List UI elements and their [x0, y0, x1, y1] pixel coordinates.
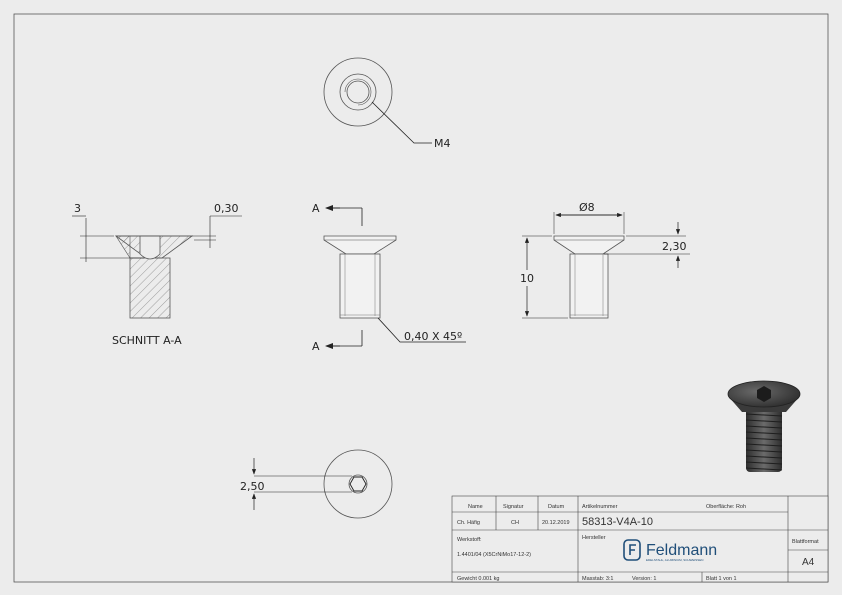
section-title: SCHNITT A-A	[112, 334, 182, 347]
drawing-frame	[13, 13, 829, 583]
tb-date-value: 20.12.2019	[542, 520, 570, 526]
tb-sheet: Blatt 1 von 1	[706, 576, 737, 582]
tb-material-header: Werkstoff:	[457, 537, 482, 543]
tb-article-header: Artikelnummer	[582, 504, 618, 510]
brand-name: Feldmann	[646, 542, 717, 559]
hex-width-label: 2,50	[240, 480, 265, 493]
tb-format-value: A4	[802, 557, 815, 568]
tb-format-header: Blattformat	[792, 539, 819, 545]
top-view: M4	[323, 57, 451, 150]
feldmann-logo: Feldmann EDELSTAHL, ALUMINIUM, SCHWEISSE…	[623, 539, 717, 562]
brand-tagline: EDELSTAHL, ALUMINIUM, SCHWEISSEN	[646, 558, 703, 562]
section-edge-label: 0,30	[214, 202, 239, 215]
thread-label: M4	[434, 137, 451, 150]
tb-date-header: Datum	[548, 504, 565, 510]
tb-signature-header: Signatur	[503, 504, 524, 510]
chamfer-label: 0,40 X 45º	[404, 330, 462, 343]
tb-surface: Oberfläche: Roh	[706, 504, 746, 510]
length-label: 10	[520, 272, 534, 285]
title-block-text: Name Signatur Datum Ch. Häfig CH 20.12.2…	[457, 504, 819, 582]
tb-name-value: Ch. Häfig	[457, 520, 480, 526]
feldmann-logo-icon	[623, 539, 641, 561]
side-view: Ø8 2,30 10	[520, 201, 690, 319]
tb-article-value: 58313-V4A-10	[582, 516, 653, 528]
tb-maker-header: Hersteller	[582, 535, 606, 541]
head-diameter-label: Ø8	[579, 201, 595, 214]
tb-version: Version: 1	[632, 576, 656, 582]
screw-3d-render	[727, 380, 801, 472]
title-block	[451, 495, 829, 583]
bottom-view: 2,50	[240, 449, 393, 519]
tb-weight: Gewicht 0.001 kg	[457, 576, 500, 582]
tb-scale: Masstab: 3:1	[582, 576, 614, 582]
tb-signature-value: CH	[511, 520, 519, 526]
tb-material-value: 1.4401/04 (X5CrNiMo17-12-2)	[457, 552, 531, 558]
chamfer-leader	[377, 317, 466, 343]
tb-name-header: Name	[468, 504, 483, 510]
section-marker-bottom: A	[312, 340, 320, 353]
front-view: A A 0,40 X 45º	[312, 202, 466, 353]
section-depth-label: 3	[74, 202, 81, 215]
section-marker-top: A	[312, 202, 320, 215]
thread-leader	[371, 101, 432, 144]
head-height-label: 2,30	[662, 240, 687, 253]
section-view: 3 0,30 SCHNITT A-A	[72, 202, 242, 347]
